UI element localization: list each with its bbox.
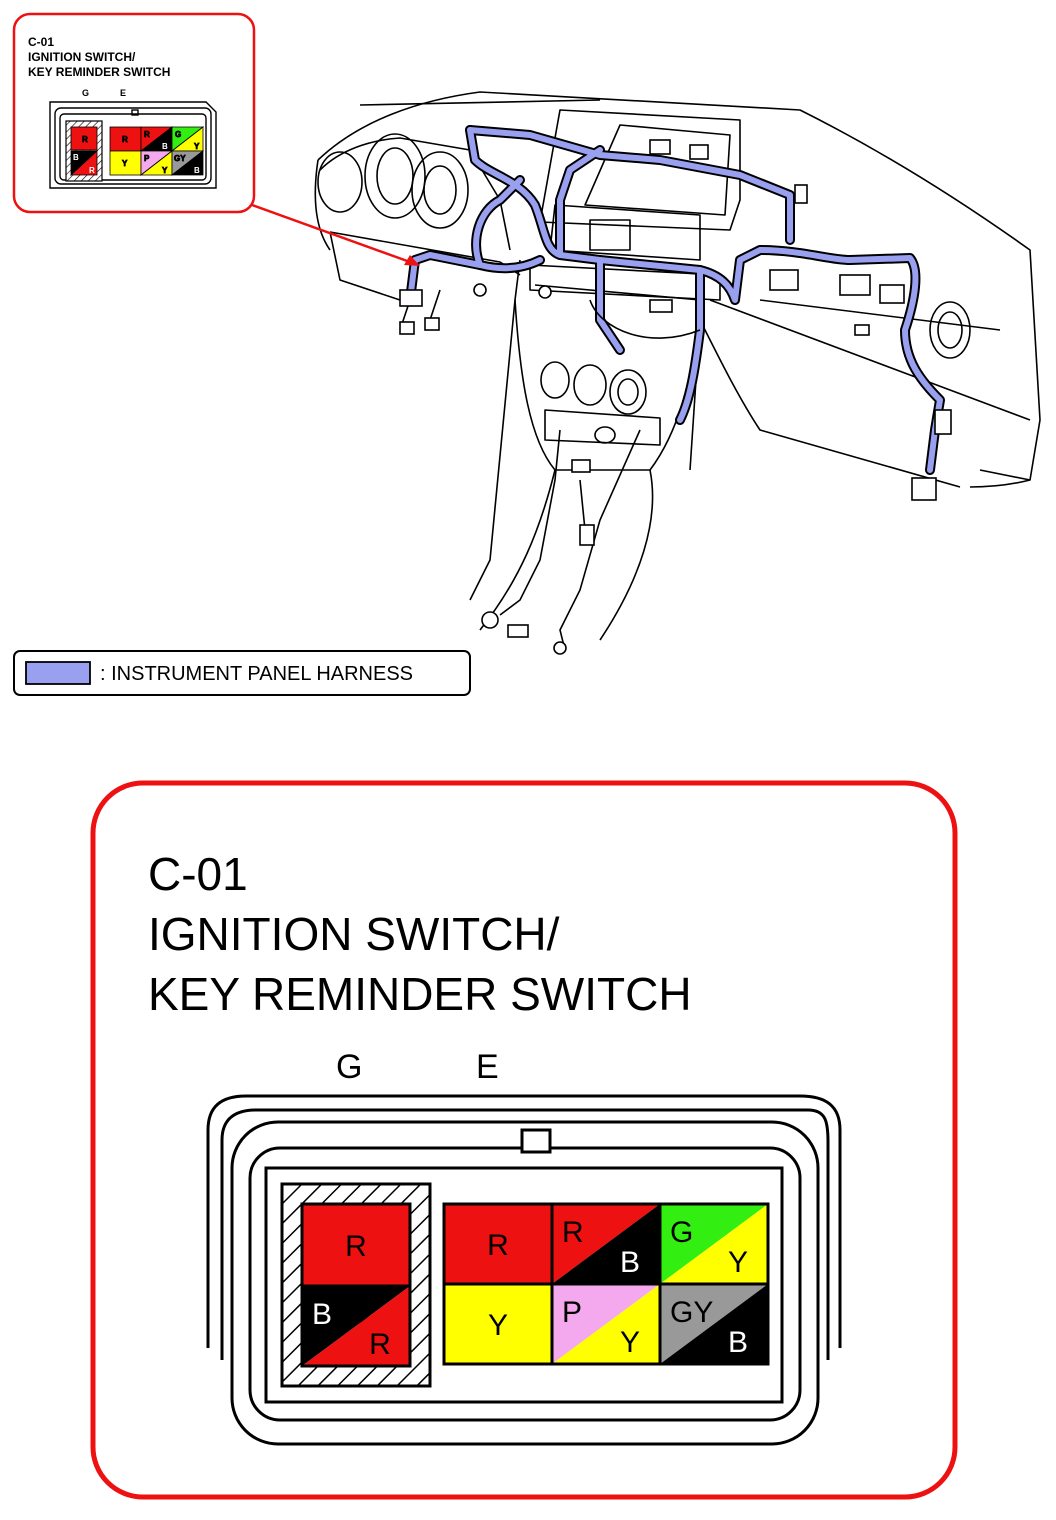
branch-wires-and-connectors <box>399 139 952 655</box>
detail-pin-right-5: PY <box>550 1282 662 1366</box>
detail-pin-right-3: GY <box>658 1202 770 1286</box>
svg-text:R: R <box>122 135 128 144</box>
detail-title-line1: IGNITION SWITCH/ <box>148 908 560 960</box>
detail-pin-right-1: R <box>442 1202 554 1286</box>
svg-text:GY: GY <box>174 154 186 163</box>
callout-small-connector-body <box>49 101 217 189</box>
detail-terminal-e: E <box>476 1048 499 1086</box>
instrument-panel-harness-fill <box>407 127 943 473</box>
svg-text:B: B <box>162 142 168 151</box>
svg-text:Y: Y <box>194 142 200 151</box>
detail-pin-right-2: RB <box>550 1202 662 1286</box>
callout-small-title-line2: KEY REMINDER SWITCH <box>28 65 170 79</box>
detail-pin-right-5-primary-label: P <box>562 1296 582 1329</box>
svg-text:G: G <box>175 130 181 139</box>
detail-code: C-01 <box>148 848 248 900</box>
detail-pin-left-top-label: R <box>345 1230 367 1263</box>
svg-text:Y: Y <box>122 159 128 168</box>
detail-pin-right-3-primary-label: G <box>670 1216 693 1249</box>
detail-pin-right-3-stripe-label: Y <box>728 1246 748 1279</box>
detail-pin-right-6-stripe-label: B <box>728 1326 748 1359</box>
svg-text:B: B <box>73 153 79 162</box>
connector-callout-small: C-01 IGNITION SWITCH/ KEY REMINDER SWITC… <box>12 12 256 214</box>
detail-pin-right-5-stripe-label: Y <box>620 1326 640 1359</box>
harness-legend: : INSTRUMENT PANEL HARNESS <box>13 650 471 696</box>
dashboard-illustration <box>314 91 1041 641</box>
callout-small-terminal-e: E <box>120 88 126 98</box>
detail-connector-housing <box>206 1094 842 1446</box>
detail-pin-right-2-primary-label: R <box>562 1216 584 1249</box>
svg-text:B: B <box>194 166 200 175</box>
svg-text:R: R <box>82 135 88 144</box>
svg-text:R: R <box>89 166 95 175</box>
detail-pin-left-bottom-stripe-label: R <box>369 1328 391 1361</box>
detail-pin-left-top: R <box>300 1202 412 1288</box>
detail-pin-left-bottom: BR <box>300 1284 412 1368</box>
detail-pin-left-bottom-primary-label: B <box>312 1298 332 1331</box>
callout-small-terminal-g: G <box>82 88 89 98</box>
detail-title-line2: KEY REMINDER SWITCH <box>148 968 692 1020</box>
detail-pin-right-2-stripe-label: B <box>620 1246 640 1279</box>
detail-pin-right-1-label: R <box>487 1229 509 1262</box>
detail-terminal-g: G <box>336 1048 362 1086</box>
callout-leader-line <box>251 203 420 266</box>
svg-text:P: P <box>144 154 150 163</box>
legend-text: : INSTRUMENT PANEL HARNESS <box>100 663 413 685</box>
legend-swatch <box>25 661 91 685</box>
svg-text:Y: Y <box>162 166 168 175</box>
svg-text:R: R <box>144 130 150 139</box>
connector-detail: C-01 IGNITION SWITCH/ KEY REMINDER SWITC… <box>90 780 958 1500</box>
detail-pin-right-6: GY B <box>658 1282 770 1366</box>
detail-pin-right-4-label: Y <box>488 1309 508 1342</box>
callout-small-pins: R B R R R B G Y Y P Y GY B <box>69 126 205 176</box>
detail-pin-right-6-primary-label: GY <box>670 1296 713 1329</box>
callout-small-code: C-01 <box>28 35 54 49</box>
legend-frame <box>13 650 471 696</box>
detail-pin-right-4: Y <box>442 1282 554 1366</box>
callout-small-title-line1: IGNITION SWITCH/ <box>28 50 136 64</box>
